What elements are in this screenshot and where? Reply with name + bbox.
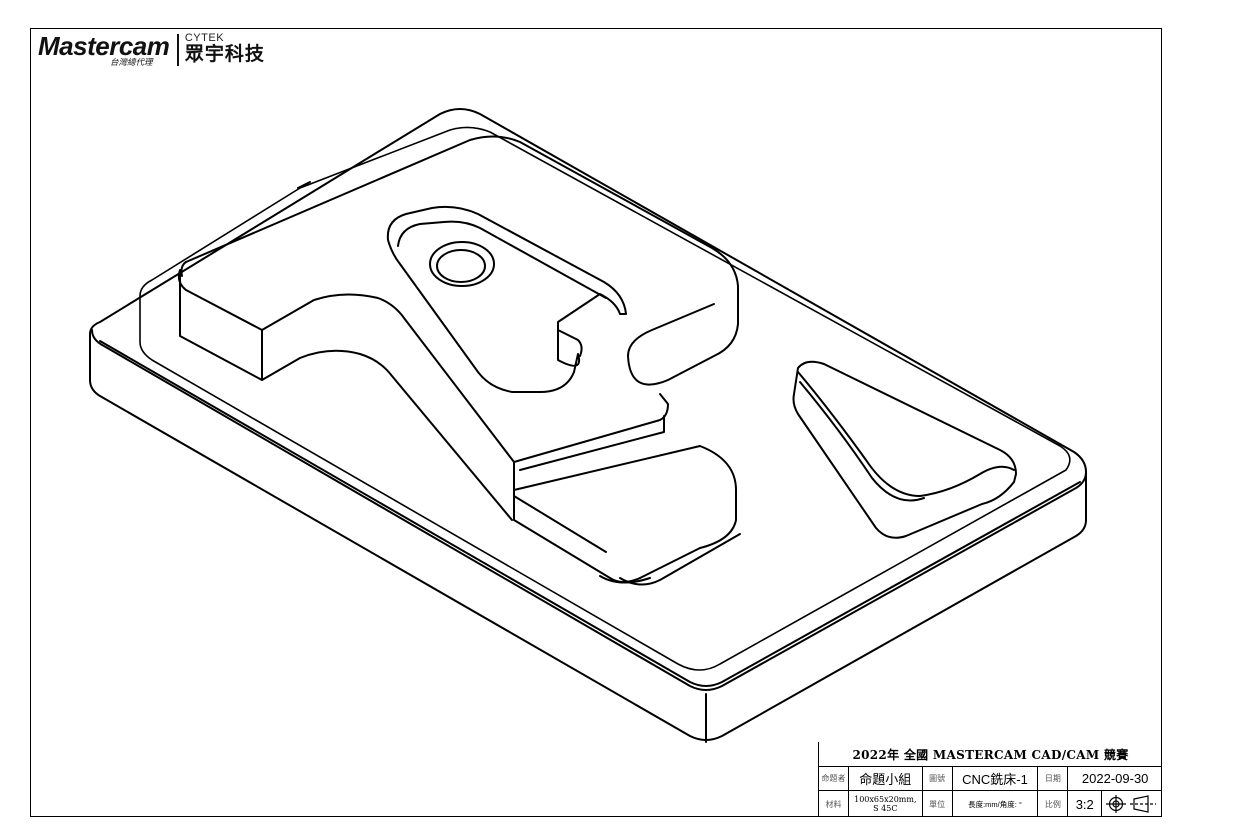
unit-label: 單位 — [923, 791, 953, 817]
header-logo: Mastercam 台灣總代理 CYTEK 眾宇科技 — [38, 32, 265, 72]
author-label: 命題者 — [819, 766, 849, 790]
material-label: 材料 — [819, 791, 849, 817]
scale-value: 3:2 — [1068, 791, 1103, 817]
scale-label: 比例 — [1038, 791, 1069, 817]
unit-value: 長度:mm/角度: ° — [953, 791, 1039, 817]
cytek-chinese-name: 眾宇科技 — [184, 44, 265, 65]
cytek-wordmark: CYTEK — [184, 32, 225, 44]
base-plate — [89, 108, 1087, 743]
projection-symbol — [1102, 791, 1162, 817]
cytek-logo: CYTEK 眾宇科技 — [185, 32, 265, 66]
drawing-sheet-border — [30, 28, 1162, 817]
title-block-row-1: 命題者 命題小組 圖號 CNC銑床-1 日期 2022-09-30 — [819, 766, 1162, 791]
recess-border — [139, 126, 1071, 671]
title-block-row-2: 材料 100x65x20mm, S 45C 單位 長度:mm/角度: ° 比例 … — [819, 791, 1162, 817]
mastercam-logo: Mastercam 台灣總代理 — [38, 31, 170, 67]
drawing-no-value: CNC銑床-1 — [953, 766, 1039, 790]
title-block: 2022年 全國 MASTERCAM CAD/CAM 競賽 命題者 命題小組 圖… — [818, 742, 1162, 817]
logo-divider — [177, 34, 179, 66]
material-grade: S 45C — [873, 804, 898, 813]
material-size: 100x65x20mm, — [854, 795, 917, 804]
wedge-island — [792, 360, 1017, 539]
material-value: 100x65x20mm, S 45C — [849, 791, 923, 817]
title-block-heading: 2022年 全國 MASTERCAM CAD/CAM 競賽 — [819, 742, 1162, 767]
first-angle-projection-icon — [1106, 795, 1157, 813]
date-value: 2022-09-30 — [1081, 770, 1149, 786]
inner-slot-pocket — [386, 205, 627, 393]
main-island — [177, 135, 739, 583]
author-value: 命題小組 — [849, 766, 923, 790]
mastercam-wordmark: Mastercam — [38, 31, 170, 61]
date-label: 日期 — [1038, 766, 1069, 790]
drawing-no-label: 圖號 — [923, 766, 953, 790]
mastercam-distributor-text: 台灣總代理 — [110, 57, 153, 67]
